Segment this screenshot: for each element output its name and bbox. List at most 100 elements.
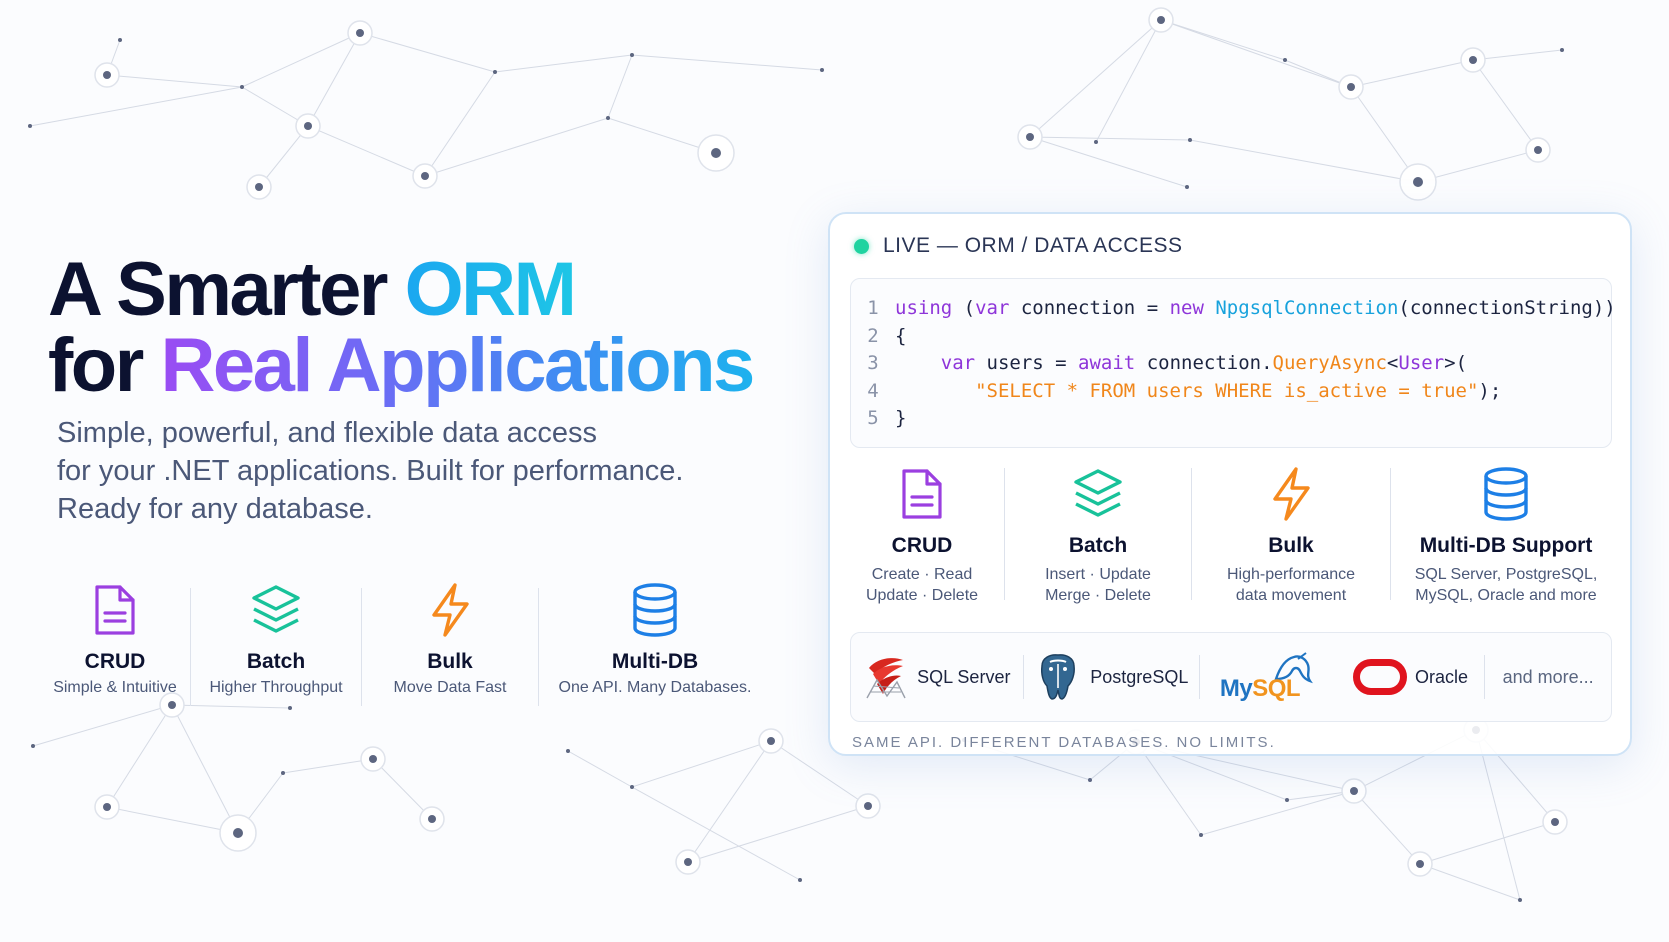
code-line: 4 "SELECT * FROM users WHERE is_active =… [851, 378, 1611, 406]
network-node [1185, 185, 1189, 189]
sql-server-logo-icon [866, 658, 906, 699]
mysql-wordmark-sql: SQL [1252, 675, 1301, 702]
code-line-text: using (var connection = new NpgsqlConnec… [895, 295, 1616, 323]
network-node [288, 706, 292, 710]
network-node [428, 815, 436, 823]
divider [1390, 468, 1391, 600]
left-feature-batch: Batch Higher Throughput [191, 580, 361, 697]
document-icon [894, 464, 950, 524]
network-link [631, 54, 823, 71]
network-node [103, 71, 111, 79]
code-line-number: 5 [867, 407, 879, 429]
db-label: SQL Server [917, 666, 1011, 687]
code-token: < [1386, 352, 1399, 374]
hero-subtitle-line: Simple, powerful, and flexible data acce… [57, 417, 598, 449]
lightning-icon [1263, 464, 1319, 524]
layers-icon [1070, 464, 1126, 524]
network-node [1094, 140, 1098, 144]
card-feature-multidb: Multi-DB Support SQL Server, PostgreSQL,… [1391, 464, 1621, 606]
network-link [1417, 149, 1539, 183]
code-line: 2{ [851, 323, 1611, 351]
network-node [1413, 177, 1423, 187]
network-node [1188, 138, 1192, 142]
hero-title-text: for [48, 323, 161, 408]
network-node [1560, 48, 1564, 52]
code-line-text: "SELECT * FROM users WHERE is_active = t… [895, 378, 1501, 406]
feature-subtitle: SQL Server, PostgreSQL,MySQL, Oracle and… [1415, 564, 1598, 606]
network-node [356, 29, 364, 37]
network-link [1029, 19, 1162, 138]
database-icon [1478, 464, 1534, 524]
oracle-logo-icon [1353, 659, 1408, 695]
network-node [1534, 146, 1542, 154]
feature-title: Multi-DB [611, 650, 699, 673]
divider [1199, 655, 1201, 699]
hero-title-line-2: for Real Applications [48, 328, 755, 404]
feature-title: Bulk [1268, 534, 1314, 557]
feature-subtitle-line: Update · Delete [865, 587, 979, 604]
db-postgresql: PostgreSQL [1024, 633, 1200, 721]
hero-title-text: A Smarter [48, 247, 405, 332]
network-link [687, 740, 772, 863]
feature-subtitle: Higher Throughput [209, 679, 343, 696]
network-link [1419, 821, 1556, 865]
network-node [118, 38, 122, 42]
network-link [607, 54, 633, 119]
network-link [770, 740, 869, 807]
network-link [607, 117, 717, 154]
hero-subtitle-line: Ready for any database. [57, 493, 373, 525]
code-token: await [1078, 352, 1136, 374]
feature-subtitle: Move Data Fast [393, 679, 507, 696]
divider [1191, 468, 1192, 600]
network-node [630, 53, 634, 57]
network-link [494, 54, 633, 73]
code-token: "SELECT * FROM users WHERE is_active = t… [975, 379, 1479, 402]
layers-icon [249, 580, 303, 640]
network-link [106, 806, 239, 834]
network-node [1518, 898, 1522, 902]
network-node [820, 68, 824, 72]
feature-subtitle-line: SQL Server, PostgreSQL, [1414, 566, 1598, 583]
network-node [1350, 787, 1358, 795]
document-icon [88, 580, 142, 640]
network-node [1347, 83, 1355, 91]
database-icon [628, 580, 682, 640]
code-token: NpgsqlConnection [1215, 297, 1399, 319]
network-link [424, 117, 609, 177]
left-feature-list: CRUD Simple & Intuitive Batch Higher Thr… [40, 580, 771, 710]
network-node [28, 124, 32, 128]
network-node [864, 802, 872, 810]
network-node [1283, 58, 1287, 62]
network-node [103, 803, 111, 811]
feature-title: Batch [1068, 534, 1128, 557]
db-mysql: MySQL [1200, 633, 1336, 721]
network-link [307, 125, 426, 177]
code-line: 3 var users = await connection.QueryAsyn… [851, 350, 1611, 378]
network-node [168, 701, 176, 709]
feature-subtitle-line: data movement [1235, 587, 1347, 604]
db-more-label: and more... [1502, 666, 1594, 687]
left-feature-multidb: Multi-DB One API. Many Databases. [539, 580, 771, 697]
feature-subtitle-line: High-performance [1226, 566, 1356, 583]
left-feature-crud: CRUD Simple & Intuitive [40, 580, 190, 697]
db-more: and more... [1485, 633, 1611, 721]
live-status-dot-icon [854, 238, 869, 254]
network-node [711, 148, 721, 158]
network-link [631, 740, 772, 788]
feature-subtitle: One API. Many Databases. [558, 679, 752, 696]
network-node [240, 85, 244, 89]
feature-title: Multi-DB Support [1419, 534, 1593, 557]
hero-title: A Smarter ORM for Real Applications [48, 252, 755, 404]
network-link [106, 704, 173, 808]
left-feature-bulk: Bulk Move Data Fast [362, 580, 538, 697]
network-node [1088, 778, 1092, 782]
network-link [1189, 139, 1419, 183]
code-token: QueryAsync [1272, 352, 1387, 374]
network-link [1472, 59, 1539, 151]
